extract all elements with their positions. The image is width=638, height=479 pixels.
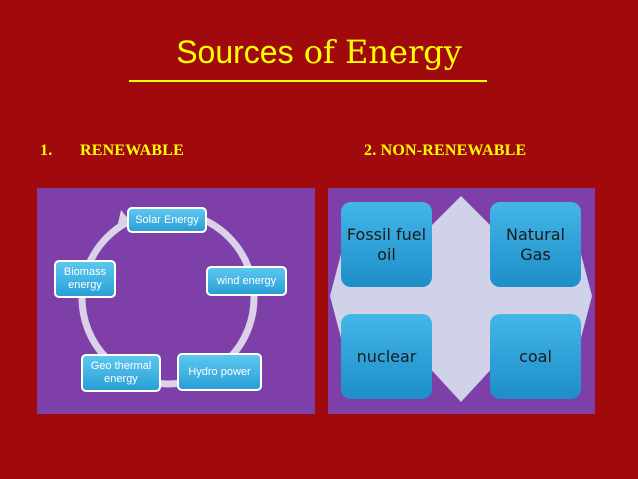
heading-non-renewable: 2. NON-RENEWABLE <box>364 142 527 159</box>
cycle-node-wind-energy: wind energy <box>206 266 287 296</box>
four-way-arrow <box>330 196 592 402</box>
title-underline <box>129 80 487 82</box>
box-natural-gas: Natural Gas <box>490 202 581 287</box>
box-coal: coal <box>490 314 581 399</box>
cycle-node-hydro-power: Hydro power <box>177 353 262 391</box>
heading-renewable: 1. RENEWABLE <box>40 142 184 160</box>
renewable-cycle-panel: Solar Energy wind energy Hydro power Geo… <box>37 188 315 414</box>
heading-renewable-number: 1. <box>40 142 53 159</box>
title-sources: Sources <box>176 34 294 70</box>
box-nuclear: nuclear <box>341 314 432 399</box>
cycle-node-solar-energy: Solar Energy <box>127 207 207 233</box>
cycle-arrowhead <box>117 210 130 228</box>
heading-renewable-text: RENEWABLE <box>80 142 185 159</box>
cycle-node-biomass-energy: Biomass energy <box>54 260 116 298</box>
box-fossil-fuel-oil: Fossil fuel oil <box>341 202 432 287</box>
non-renewable-panel: Fossil fuel oil Natural Gas nuclear coal <box>328 188 595 414</box>
cycle-node-geo-thermal-energy: Geo thermal energy <box>81 354 161 392</box>
slide-title: Sources of Energy <box>0 32 638 72</box>
title-of-energy: of Energy <box>303 33 462 71</box>
